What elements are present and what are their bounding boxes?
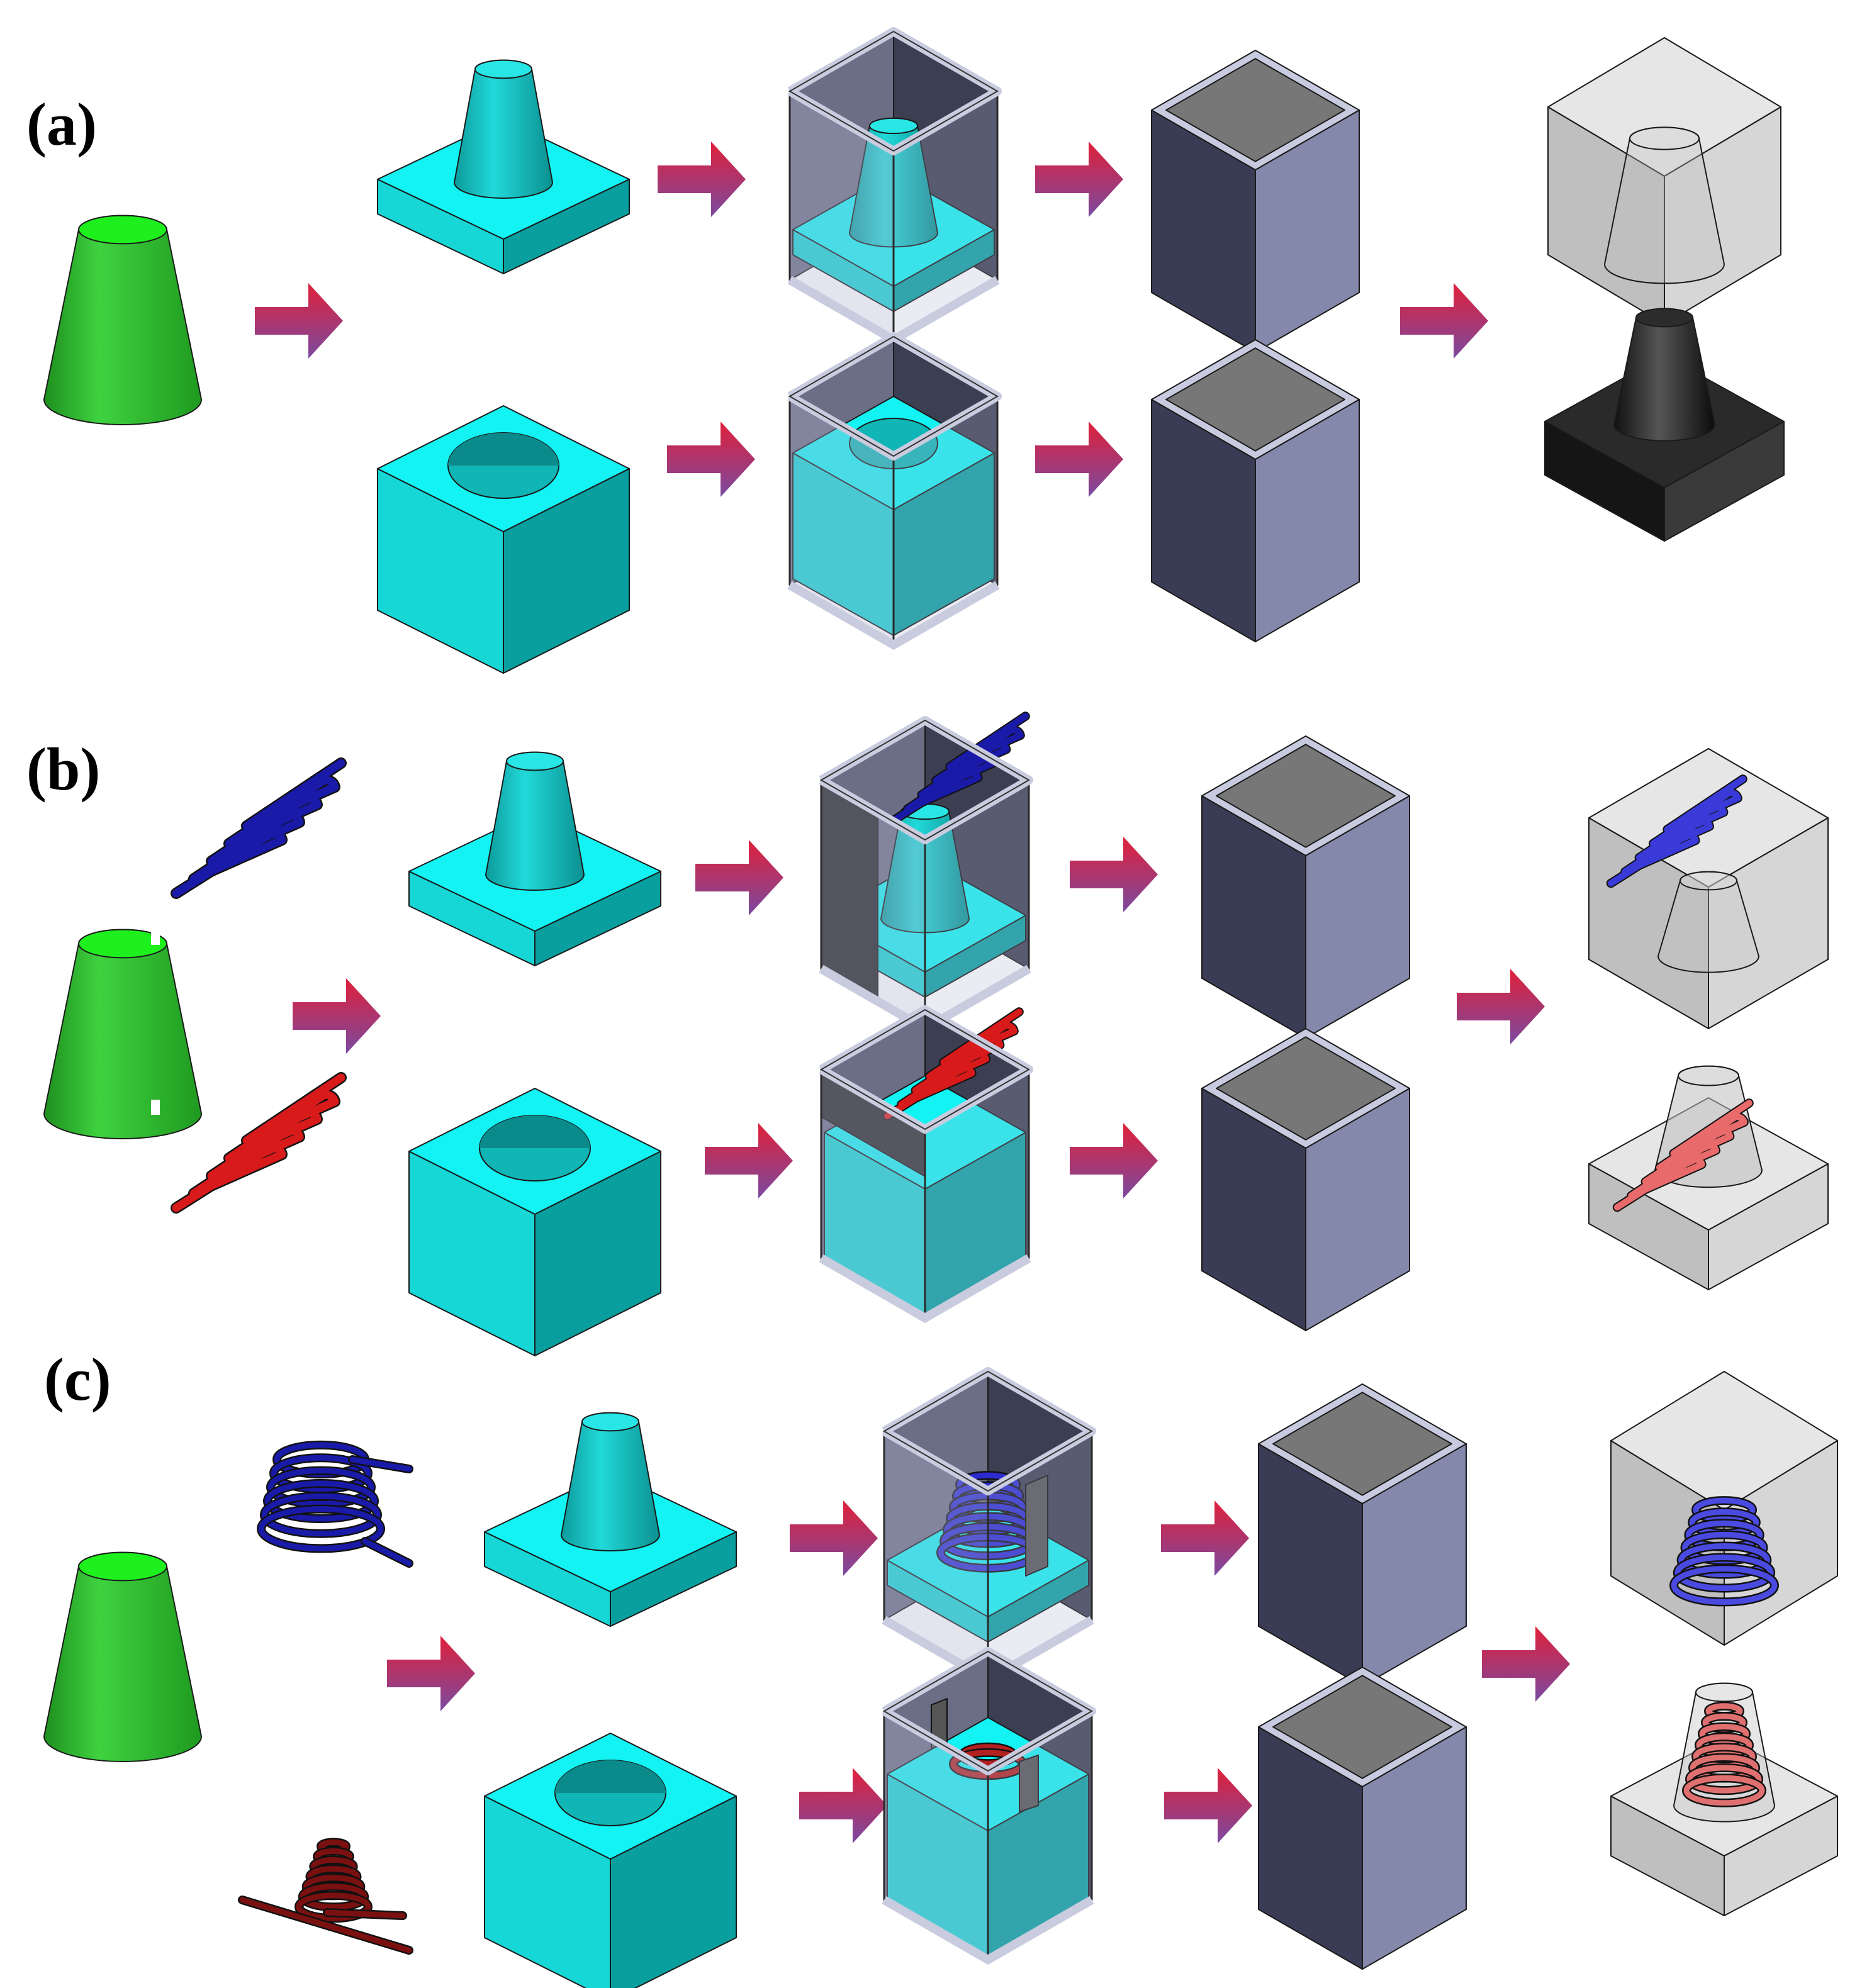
upper-mold-half <box>484 1412 737 1627</box>
flow-arrow-icon <box>293 978 381 1054</box>
flask-assembly-lower <box>819 1005 1033 1324</box>
panel-a <box>43 27 1785 674</box>
blue-helical-coil <box>1669 1496 1779 1607</box>
panel-c <box>43 1367 1838 1988</box>
flow-arrow-icon <box>667 422 755 497</box>
cone-pattern <box>43 215 203 425</box>
flow-arrow-icon <box>799 1768 887 1843</box>
cone-cavity-outline <box>1603 126 1725 284</box>
flask-assembly-lower <box>882 1647 1096 1965</box>
flow-arrow-icon <box>1164 1768 1252 1843</box>
flask-assembly-upper <box>819 712 1033 1034</box>
panel-b-label: (b) <box>26 735 101 803</box>
flow-arrow-icon <box>1482 1626 1570 1702</box>
blue-cooling-channel <box>1606 774 1747 888</box>
flow-arrow-icon <box>1400 283 1488 359</box>
flow-arrow-icon <box>1161 1500 1249 1576</box>
cone-pattern <box>43 1551 203 1762</box>
flow-arrow-icon <box>790 1500 878 1576</box>
flask-assembly-upper <box>787 27 1002 345</box>
lower-mold-half <box>484 1733 737 1988</box>
flow-arrow-icon <box>705 1123 793 1198</box>
sand-mould-lower <box>1151 339 1360 642</box>
mold-block <box>408 1088 661 1356</box>
lower-mold-half <box>408 1088 661 1356</box>
upper-mold-half <box>408 751 661 966</box>
lower-mold-half <box>377 405 630 674</box>
panel-c-label: (c) <box>44 1346 111 1413</box>
mold-cone <box>485 751 585 891</box>
sand-mould-lower <box>1258 1667 1467 1970</box>
sand-mould-lower <box>1201 1028 1410 1331</box>
flow-arrow-icon <box>695 840 783 915</box>
flow-arrow-icon <box>1035 422 1123 497</box>
blue-cooling-channel <box>889 712 1030 825</box>
blue-cooling-channel <box>171 757 347 899</box>
cone-pattern <box>43 929 203 1139</box>
flask-assembly-upper <box>882 1367 1096 1685</box>
flow-arrow-icon <box>387 1636 475 1711</box>
sand-mould-upper <box>1151 50 1360 353</box>
flow-arrow-icon <box>1035 142 1123 217</box>
mold-cone <box>453 59 554 199</box>
cope-result <box>1547 37 1781 325</box>
red-cooling-channel <box>171 1072 347 1214</box>
pattern-notch <box>151 1100 160 1115</box>
sand-mould-upper <box>1258 1383 1467 1687</box>
red-cooling-channel <box>1612 1098 1754 1212</box>
red-helical-coil <box>1682 1701 1766 1807</box>
upper-mold-half <box>377 59 630 274</box>
cope-result <box>1610 1371 1838 1646</box>
panel-b <box>43 712 1829 1356</box>
sand-mould-upper <box>1201 735 1410 1039</box>
flask-assembly-lower <box>787 332 1002 651</box>
pattern-notch <box>151 931 160 945</box>
black-cone <box>1613 308 1716 442</box>
drag-result <box>1610 1736 1838 1916</box>
flow-arrow-icon <box>1070 1123 1158 1198</box>
flow-arrow-icon <box>1457 969 1545 1044</box>
red-cooling-channel <box>882 1007 1024 1121</box>
blue-helical-coil <box>257 1440 413 1568</box>
cone-cavity-outline <box>1657 871 1760 973</box>
mold-cone <box>560 1412 661 1551</box>
panel-a-label: (a) <box>26 91 97 158</box>
flow-arrow-icon <box>658 142 746 217</box>
flow-arrow-icon <box>1070 837 1158 912</box>
flow-arrow-icon <box>255 283 343 359</box>
darkred-helical-coil <box>238 1838 413 1955</box>
